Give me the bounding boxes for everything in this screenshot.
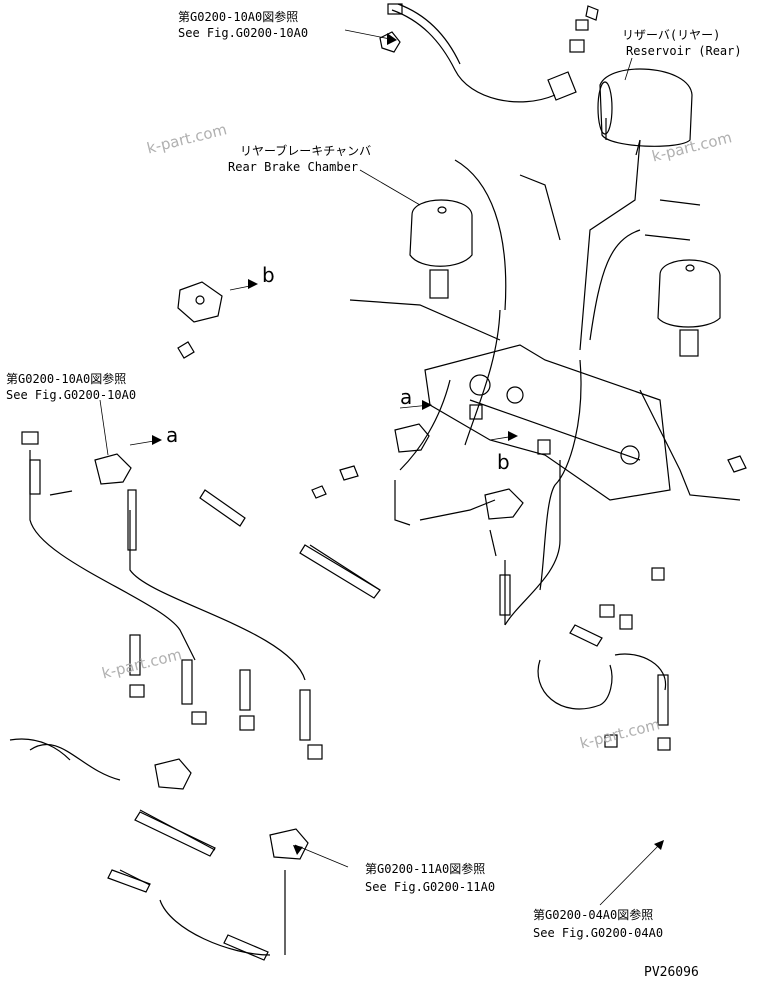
arrow-heads (152, 33, 664, 855)
valve-left (21, 431, 132, 496)
view-marker-b-upper: b (262, 263, 275, 287)
reservoir-label-en: Reservoir (Rear) (626, 44, 742, 58)
ref-10a0-left-en: See Fig.G0200-10A0 (6, 388, 137, 402)
frame-member (424, 344, 671, 501)
view-marker-a-left: a (166, 423, 179, 447)
relay-valve-upper (177, 281, 223, 359)
view-marker-b-center: b (497, 450, 510, 474)
rear-brake-chamber-label-en: Rear Brake Chamber (228, 160, 359, 174)
reservoir-rear (597, 68, 693, 156)
ref-11a0-jp: 第G0200-11A0図参照 (365, 862, 486, 876)
brake-pipes (9, 139, 741, 956)
rear-brake-chamber-label-jp: リヤーブレーキチャンバ (240, 144, 372, 158)
top-hose-assembly (379, 3, 599, 103)
rear-brake-chamber-left (409, 199, 473, 299)
view-marker-a-center: a (400, 385, 413, 409)
relay-valve-b (484, 488, 524, 557)
leader-lines (99, 29, 663, 906)
ref-10a0-top-en: See Fig.G0200-10A0 (178, 26, 309, 40)
hose-segments (107, 489, 669, 961)
ref-04a0-en: See Fig.G0200-04A0 (533, 926, 664, 940)
ref-11a0-en: See Fig.G0200-11A0 (365, 880, 496, 894)
reservoir-label-jp: リザーバ(リヤー) (622, 28, 721, 42)
ref-04a0-jp: 第G0200-04A0図参照 (533, 908, 654, 922)
ref-10a0-top-jp: 第G0200-10A0図参照 (178, 10, 299, 24)
lower-valves (129, 455, 747, 860)
drawing-id: PV26096 (644, 965, 699, 980)
rear-brake-chamber-right (657, 259, 721, 357)
ref-10a0-left-jp: 第G0200-10A0図参照 (6, 372, 127, 386)
relay-valve-center (311, 423, 430, 499)
